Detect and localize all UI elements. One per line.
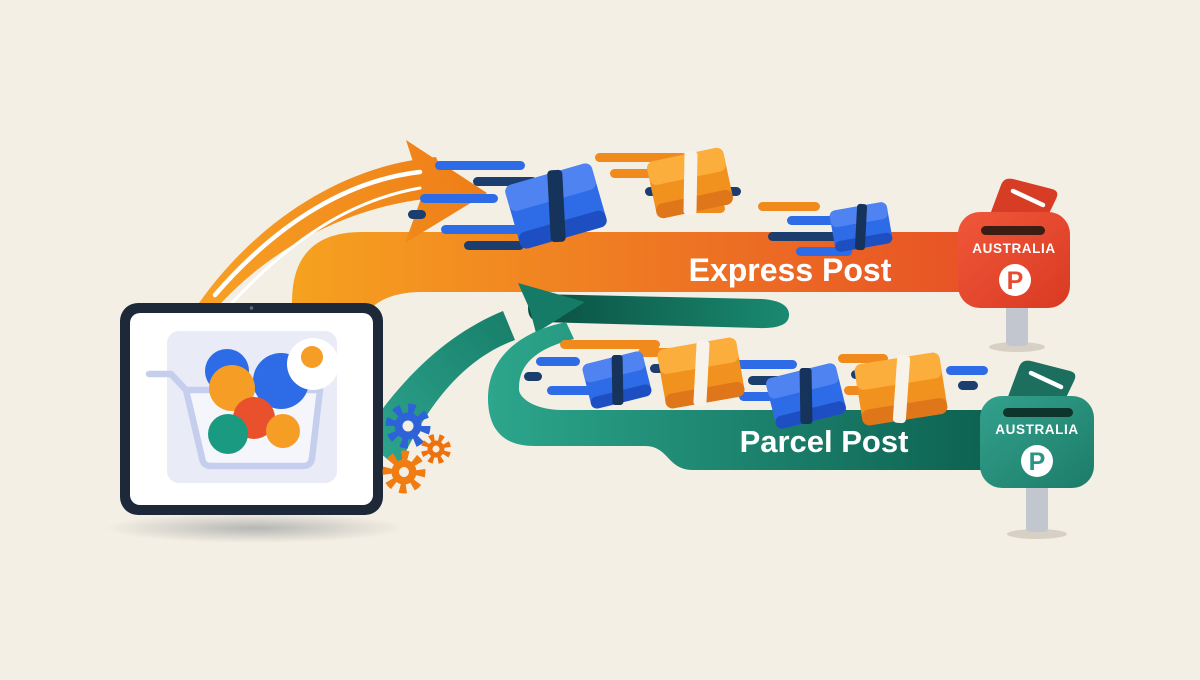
parcel-route-label: Parcel Post bbox=[740, 424, 909, 459]
mailbox-label: AUSTRALIA bbox=[995, 422, 1078, 437]
package-box-icon bbox=[647, 147, 733, 219]
mailbox-post bbox=[1026, 482, 1048, 532]
notification-dot bbox=[287, 338, 339, 390]
mail-slot bbox=[1003, 408, 1073, 417]
package-box-icon bbox=[766, 363, 846, 429]
express-route-band bbox=[292, 232, 1000, 400]
camera-icon bbox=[249, 306, 254, 310]
tablet-shadow bbox=[105, 513, 405, 543]
mail-slot bbox=[981, 226, 1045, 235]
australia-post-logo: P bbox=[1021, 445, 1053, 477]
parcel-route-band bbox=[488, 322, 1000, 470]
mailbox-label: AUSTRALIA bbox=[972, 241, 1055, 256]
express-route-label: Express Post bbox=[689, 252, 892, 288]
parcel-mailbox-icon: AUSTRALIA P bbox=[980, 360, 1094, 539]
logo-letter: P bbox=[1007, 267, 1024, 295]
package-box-icon bbox=[582, 351, 652, 409]
gear-icon bbox=[382, 450, 426, 494]
cart-item-circles bbox=[205, 349, 309, 454]
mailbox-shadow bbox=[1007, 529, 1067, 539]
express-packages bbox=[408, 147, 893, 256]
express-mailbox-icon: AUSTRALIA P bbox=[958, 178, 1070, 352]
express-arrow-icon bbox=[199, 140, 487, 312]
mailbox-shadow bbox=[989, 342, 1045, 352]
mailbox-chute bbox=[1006, 360, 1076, 404]
package-box-icon bbox=[657, 337, 745, 409]
parcel-top-band bbox=[528, 294, 790, 329]
express-route bbox=[199, 140, 1000, 400]
mailbox-post bbox=[1006, 300, 1028, 346]
mailbox-body bbox=[958, 212, 1070, 308]
australia-post-logo: P bbox=[999, 264, 1031, 296]
package-box-icon bbox=[854, 352, 948, 426]
tablet-icon bbox=[105, 303, 405, 543]
mailbox-body bbox=[980, 396, 1094, 488]
package-box-icon bbox=[505, 163, 607, 249]
gear-icon bbox=[385, 403, 431, 449]
mailbox-chute bbox=[988, 178, 1058, 222]
logo-letter: P bbox=[1029, 448, 1046, 476]
parcel-packages bbox=[524, 337, 988, 429]
package-box-icon bbox=[829, 202, 893, 252]
